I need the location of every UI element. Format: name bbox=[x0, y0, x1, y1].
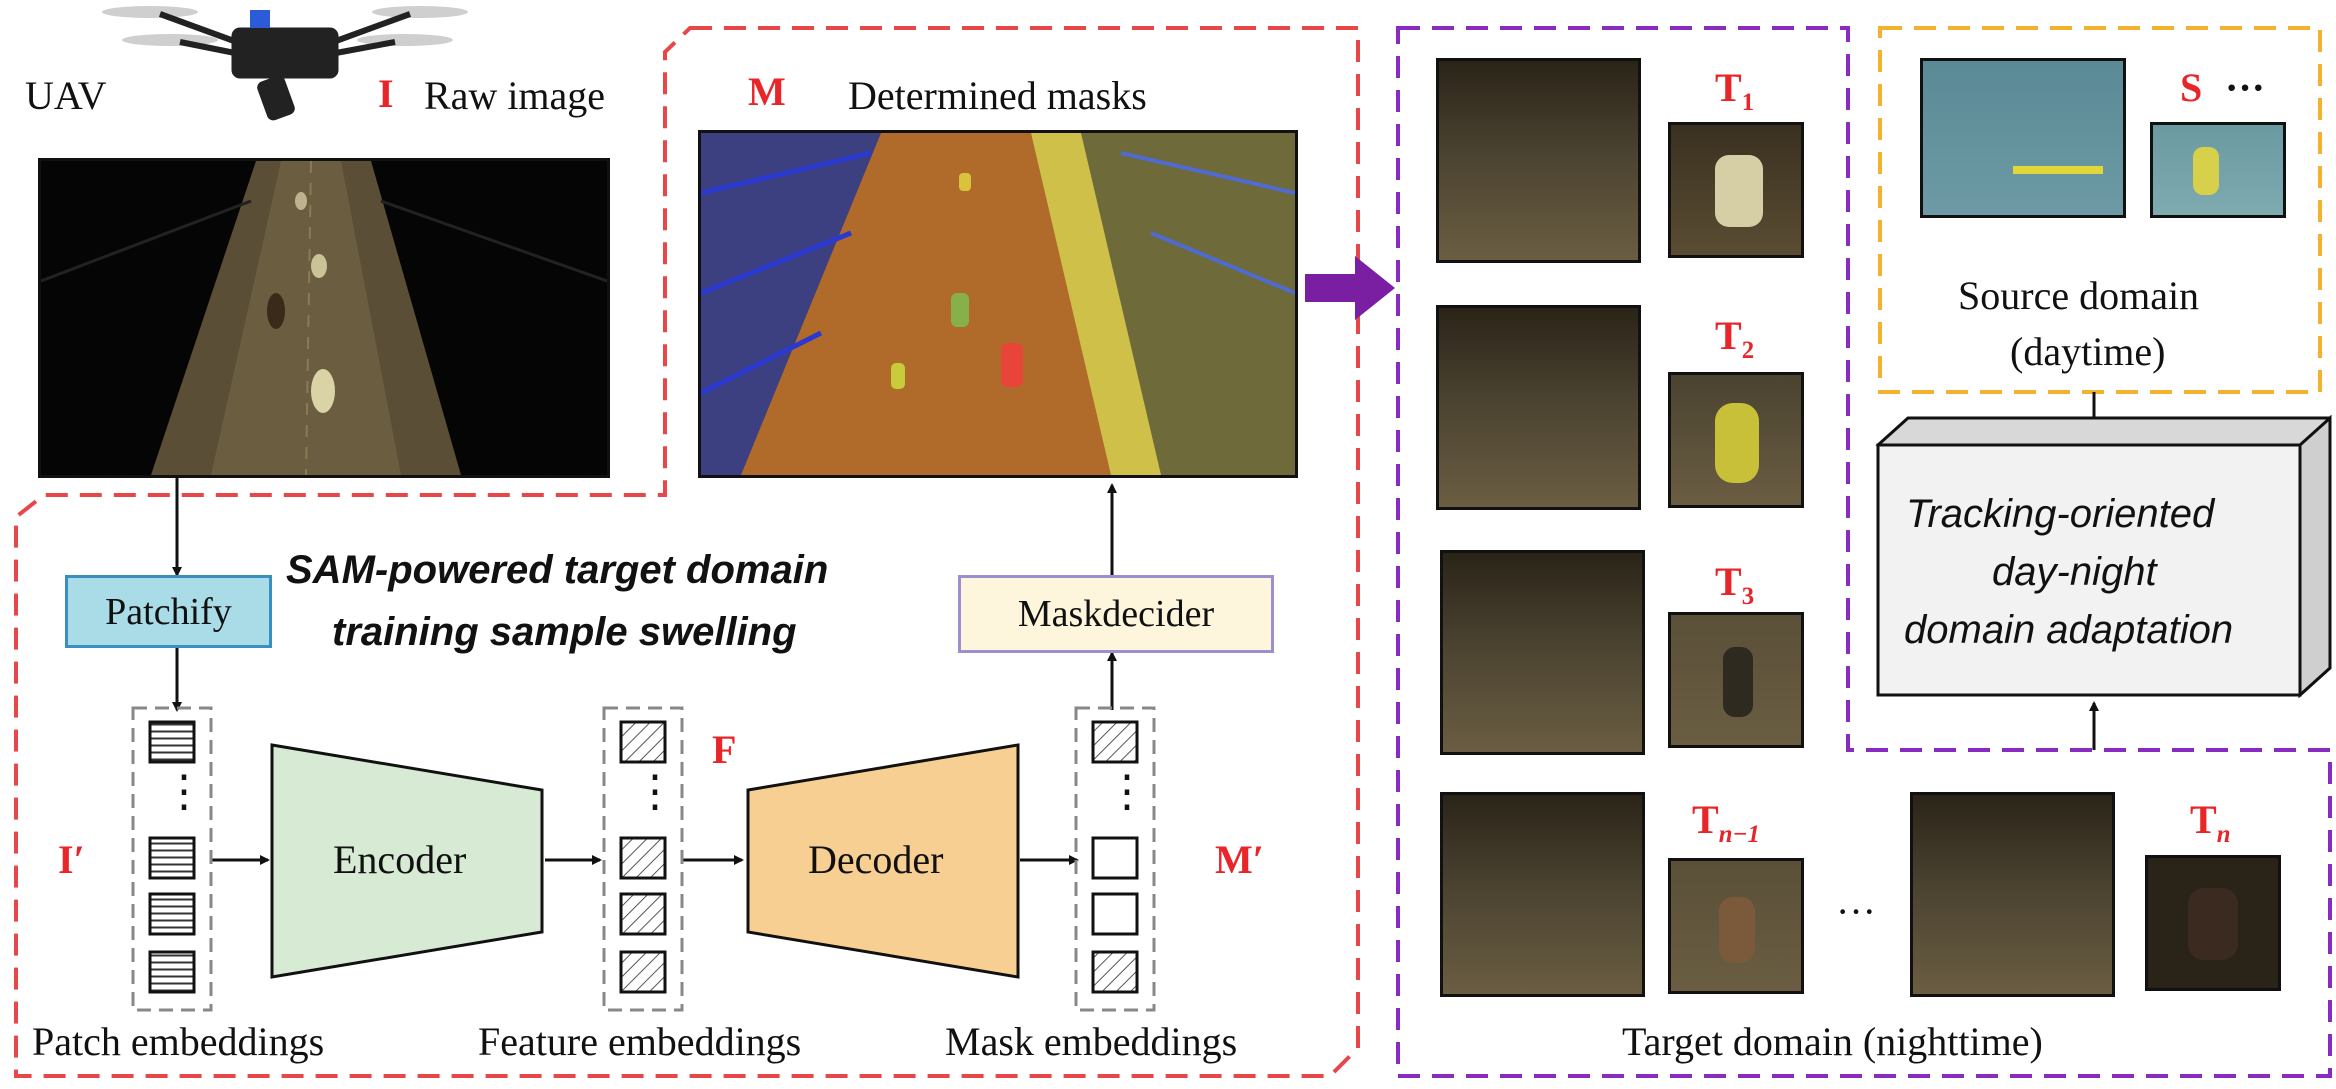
arrow-right-icon bbox=[1305, 256, 1395, 320]
kayak-shape bbox=[2013, 166, 2103, 174]
target-patch-3 bbox=[1668, 612, 1804, 748]
sam-title-line2: training sample swelling bbox=[332, 610, 797, 654]
m-prime-symbol: M′ bbox=[1215, 837, 1265, 882]
patchify-block: Patchify bbox=[65, 575, 272, 648]
mask-picture bbox=[701, 133, 1295, 475]
athlete-shape bbox=[2193, 147, 2219, 195]
t3-label: T3 bbox=[1715, 559, 1755, 610]
target-domain-label: Target domain (nighttime) bbox=[1622, 1019, 2043, 1064]
target-frame-2 bbox=[1436, 305, 1641, 510]
drone-icon bbox=[102, 6, 468, 121]
adaptation-line1: Tracking-oriented bbox=[1906, 492, 2215, 536]
i-prime-symbol: I′ bbox=[58, 837, 85, 882]
cyclist-shape bbox=[1723, 647, 1753, 717]
target-patch-n bbox=[2145, 855, 2281, 991]
maskdecider-block: Maskdecider bbox=[958, 575, 1274, 653]
decoder-block bbox=[746, 743, 1020, 979]
tn-label: Tn bbox=[2190, 797, 2231, 848]
target-patch-1 bbox=[1668, 122, 1804, 258]
car-shape bbox=[1715, 155, 1763, 227]
mask-embeddings-label: Mask embeddings bbox=[945, 1019, 1238, 1064]
target-frame-3 bbox=[1440, 550, 1645, 755]
adaptation-box-3d bbox=[1875, 414, 2332, 699]
t1-label: T1 bbox=[1715, 65, 1755, 116]
sam-title-line1: SAM-powered target domain bbox=[286, 548, 829, 592]
maskdecider-label: Maskdecider bbox=[1017, 593, 1215, 635]
mask-embeddings-frame bbox=[1074, 706, 1156, 1012]
patch-embeddings-label: Patch embeddings bbox=[32, 1019, 325, 1064]
source-frame bbox=[1920, 58, 2126, 218]
source-domain-line1: Source domain bbox=[1958, 273, 2200, 318]
feature-ellipsis: ⋮ bbox=[633, 767, 677, 816]
patch-tokens bbox=[148, 720, 196, 994]
determined-masks-image bbox=[698, 130, 1298, 478]
feature-tokens bbox=[619, 720, 667, 994]
encoder-block bbox=[270, 743, 544, 979]
adaptation-line2: day-night bbox=[1992, 550, 2157, 594]
blurry-rider-shape bbox=[1719, 897, 1755, 963]
target-patch-n-1 bbox=[1668, 858, 1804, 994]
encoder-label: Encoder bbox=[333, 837, 467, 882]
target-region-border bbox=[1396, 26, 2332, 1078]
f-symbol: F bbox=[712, 727, 737, 772]
t2-label: T2 bbox=[1715, 313, 1755, 364]
source-patch bbox=[2150, 122, 2286, 218]
bridge-road-picture bbox=[41, 161, 607, 475]
dark-car-shape bbox=[2188, 888, 2238, 960]
patch-ellipsis: ⋮ bbox=[162, 767, 206, 816]
patch-embeddings-frame bbox=[131, 706, 213, 1012]
feature-embeddings-frame bbox=[602, 706, 684, 1012]
target-frame-n bbox=[1910, 792, 2115, 997]
source-dots: ··· bbox=[2225, 65, 2266, 110]
mask-ellipsis: ⋮ bbox=[1105, 767, 1149, 816]
person-shape bbox=[1715, 403, 1759, 483]
determined-masks-label: Determined masks bbox=[848, 73, 1147, 118]
mask-tokens bbox=[1091, 720, 1139, 994]
feature-embeddings-label: Feature embeddings bbox=[478, 1019, 802, 1064]
patchify-label: Patchify bbox=[105, 590, 232, 633]
target-frame-n-1 bbox=[1440, 792, 1645, 997]
raw-image-label: Raw image bbox=[424, 73, 606, 118]
raw-image bbox=[38, 158, 610, 478]
raw-image-symbol: I bbox=[378, 71, 394, 116]
tn-1-label: Tn−1 bbox=[1692, 797, 1760, 848]
source-region-border bbox=[1878, 26, 2322, 394]
target-patch-2 bbox=[1668, 372, 1804, 508]
uav-label: UAV bbox=[25, 73, 107, 118]
middle-ellipsis: ··· bbox=[1836, 889, 1876, 934]
sam-region-border bbox=[14, 26, 1360, 1078]
s-symbol: S bbox=[2180, 65, 2203, 110]
source-domain-line2: (daytime) bbox=[2010, 329, 2166, 374]
decoder-label: Decoder bbox=[808, 837, 944, 882]
adaptation-line3: domain adaptation bbox=[1904, 608, 2234, 652]
target-frame-1 bbox=[1436, 58, 1641, 263]
mask-symbol: M bbox=[748, 69, 786, 114]
